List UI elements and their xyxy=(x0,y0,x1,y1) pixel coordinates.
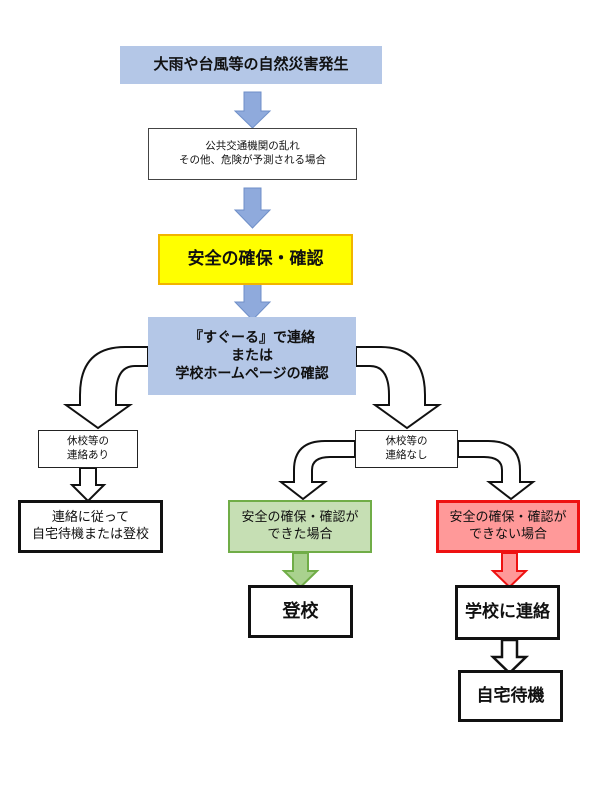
follow-instructions-box: 連絡に従って 自宅待機または登校 xyxy=(18,500,163,553)
down-arrow-notice-yes xyxy=(69,467,107,503)
closure-notice-yes-box: 休校等の 連絡あり xyxy=(38,430,138,468)
closure-notice-no-box: 休校等の 連絡なし xyxy=(355,430,458,468)
risk-condition-box: 公共交通機関の乱れ その他、危険が予測される場合 xyxy=(148,128,357,180)
safety-not-confirmed-box: 安全の確保・確認が できない場合 xyxy=(436,500,580,553)
curved-arrow-right xyxy=(355,346,443,430)
curved-arrow-to-ng xyxy=(457,440,536,501)
down-arrow-1 xyxy=(233,91,272,129)
curved-arrow-to-ok xyxy=(278,440,356,501)
safety-check-box: 安全の確保・確認 xyxy=(158,234,353,285)
go-to-school-box: 登校 xyxy=(248,585,353,638)
down-arrow-contact-to-home xyxy=(489,638,530,675)
contact-school-box: 学校に連絡 xyxy=(455,585,560,640)
down-arrow-2 xyxy=(233,187,272,229)
safety-confirmed-box: 安全の確保・確認が できた場合 xyxy=(228,500,372,553)
down-arrow-green xyxy=(281,552,320,589)
down-arrow-3 xyxy=(233,283,272,321)
disaster-occurrence-box: 大雨や台風等の自然災害発生 xyxy=(120,46,382,84)
stay-home-box: 自宅待機 xyxy=(458,670,563,722)
curved-arrow-left xyxy=(62,346,149,430)
check-notification-box: 『すぐーる』で連絡 または 学校ホームページの確認 xyxy=(148,317,356,395)
down-arrow-red xyxy=(490,552,529,589)
